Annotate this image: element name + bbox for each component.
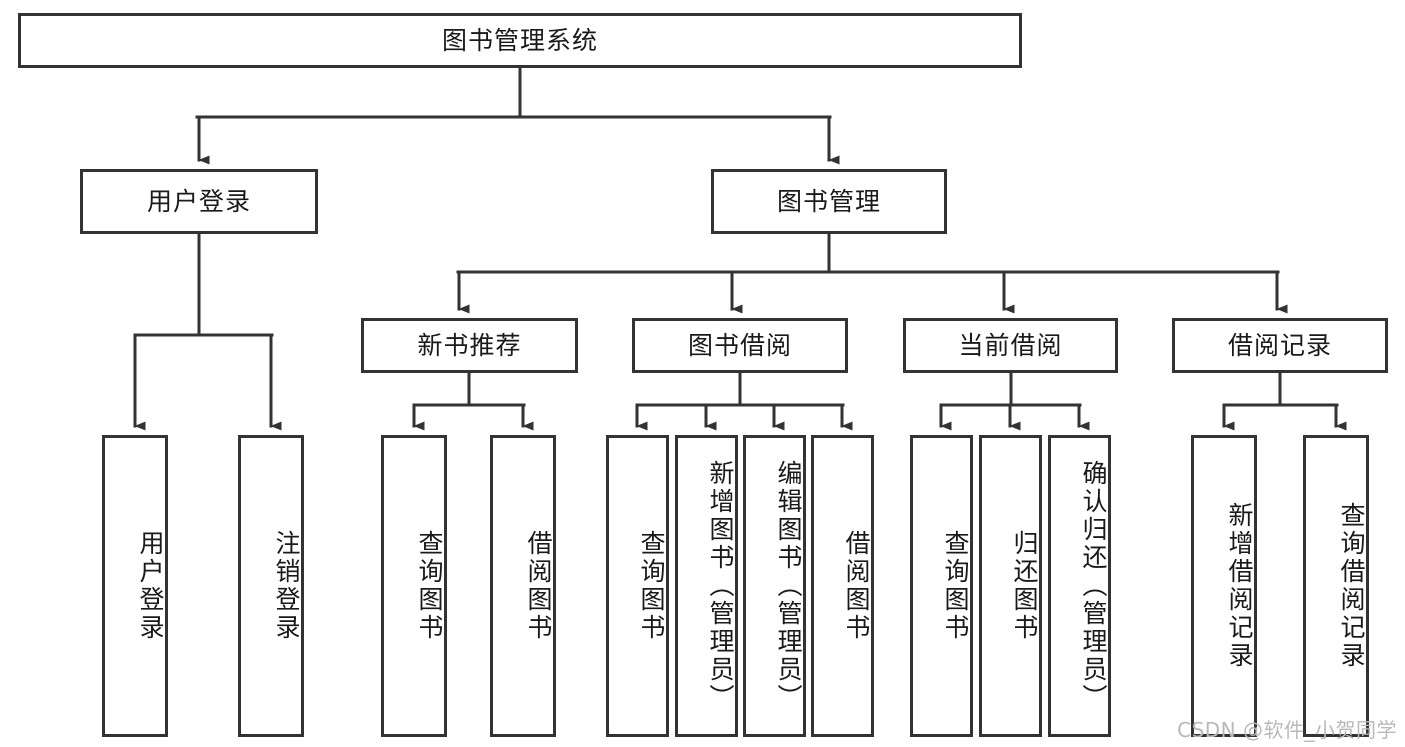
node-borrow-record[interactable]: 借阅记录 [1172, 318, 1388, 373]
leaf-label: 借阅图书 [842, 530, 871, 642]
leaf-label: 注销登录 [272, 530, 301, 642]
leaf-label: 查询借阅记录 [1337, 502, 1366, 670]
leaf-bb-query-book[interactable]: 查询图书 [606, 435, 669, 737]
leaf-cb-return-book[interactable]: 归还图书 [979, 435, 1042, 737]
leaf-logout[interactable]: 注销登录 [238, 435, 304, 737]
leaf-label: 借阅图书 [524, 530, 553, 642]
node-book-management[interactable]: 图书管理 [711, 169, 947, 234]
node-user-login[interactable]: 用户登录 [80, 169, 318, 234]
leaf-cb-query-book[interactable]: 查询图书 [910, 435, 973, 737]
leaf-bb-add-book-admin[interactable]: 新增图书（管理员） [675, 435, 738, 737]
leaf-nb-borrow-book[interactable]: 借阅图书 [490, 435, 556, 737]
leaf-br-query-record[interactable]: 查询借阅记录 [1303, 435, 1369, 737]
leaf-label: 编辑图书（管理员） [774, 460, 803, 712]
node-current-borrow[interactable]: 当前借阅 [903, 318, 1118, 373]
leaf-br-add-record[interactable]: 新增借阅记录 [1191, 435, 1257, 737]
leaf-label: 查询图书 [415, 530, 444, 642]
leaf-cb-confirm-return-admin[interactable]: 确认归还（管理员） [1048, 435, 1111, 737]
leaf-label: 归还图书 [1010, 530, 1039, 642]
leaf-nb-query-book[interactable]: 查询图书 [381, 435, 447, 737]
leaf-bb-edit-book-admin[interactable]: 编辑图书（管理员） [743, 435, 806, 737]
leaf-label: 查询图书 [941, 530, 970, 642]
leaf-user-login[interactable]: 用户登录 [102, 435, 168, 737]
leaf-label: 查询图书 [637, 530, 666, 642]
leaf-label: 新增借阅记录 [1225, 502, 1254, 670]
leaf-label: 确认归还（管理员） [1079, 460, 1108, 712]
node-root-system[interactable]: 图书管理系统 [18, 13, 1022, 68]
csdn-watermark: CSDN @软件_小贺同学 [1177, 718, 1397, 742]
leaf-label: 用户登录 [136, 530, 165, 642]
node-new-book-recommend[interactable]: 新书推荐 [361, 318, 578, 373]
leaf-bb-borrow-book[interactable]: 借阅图书 [811, 435, 874, 737]
leaf-label: 新增图书（管理员） [706, 460, 735, 712]
node-book-borrow[interactable]: 图书借阅 [632, 318, 848, 373]
